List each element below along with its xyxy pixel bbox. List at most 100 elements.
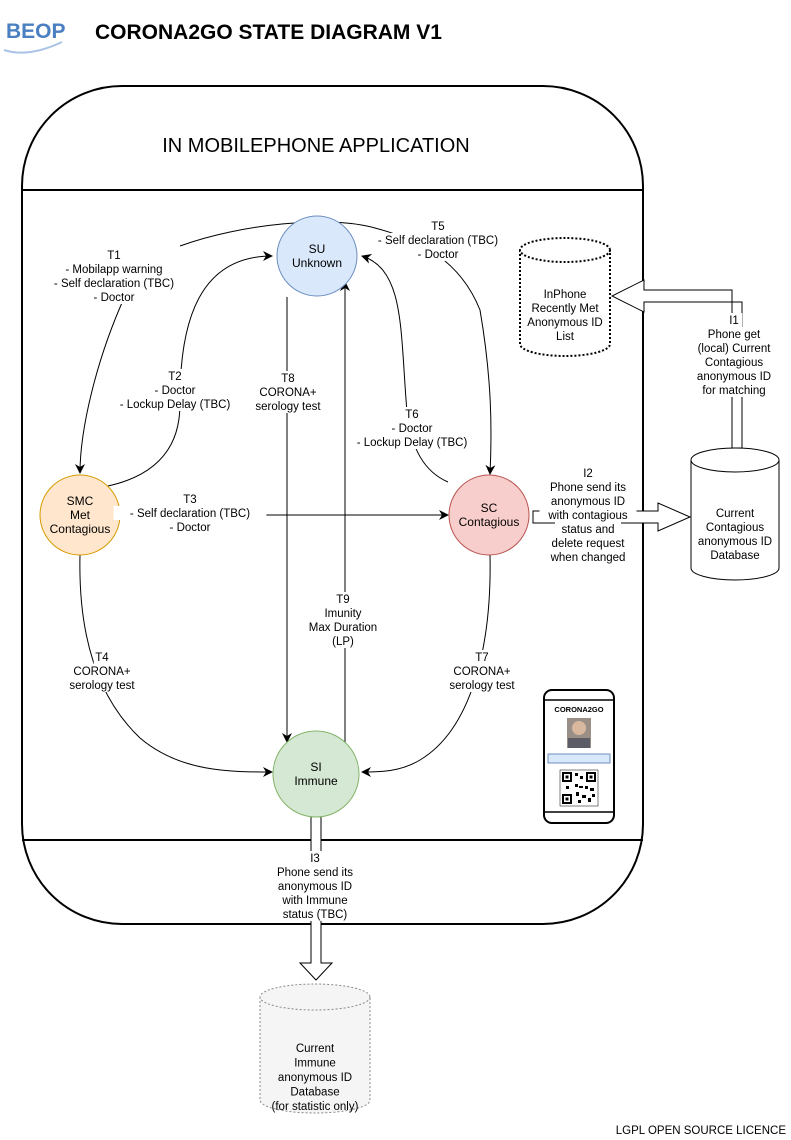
transition-t8-line: serology test	[255, 401, 321, 413]
phone-app-name: CORONA2GO	[554, 705, 603, 714]
state-si-label-line: Immune	[294, 774, 338, 788]
db-inphone-line: InPhone	[544, 289, 587, 301]
transition-t9-line: T9	[336, 594, 349, 606]
interaction-i1-bg	[701, 355, 767, 369]
transition-t6-line: - Lockup Delay (TBC)	[357, 437, 468, 449]
transition-t1-line: - Self declaration (TBC)	[54, 278, 174, 290]
transition-t9-bg	[319, 606, 367, 620]
interaction-i2-bg	[555, 522, 621, 536]
beop-logo: BEOP	[3, 20, 66, 54]
transition-t5-line: - Self declaration (TBC)	[378, 235, 498, 247]
db-immune-line: Database	[290, 1087, 339, 1099]
interaction-i2-line: I2	[583, 468, 593, 480]
db-inphone-line: Recently Met	[531, 303, 599, 315]
edge-t6	[361, 254, 449, 483]
transition-t4-bg	[78, 664, 126, 678]
db-contagious-line: Database	[710, 550, 759, 562]
transition-t6-line: T6	[405, 409, 418, 421]
interaction-i3-line: Phone send its	[277, 867, 353, 879]
interaction-i3-line: with Immune	[281, 895, 347, 907]
transition-t9-bg	[303, 620, 383, 634]
transition-t9-line: (LP)	[332, 636, 354, 648]
transition-t2-line: - Lockup Delay (TBC)	[120, 399, 231, 411]
phone-illustration: CORONA2GO	[543, 689, 615, 824]
interaction-i1-bg	[725, 313, 743, 327]
interaction-i2-bg	[539, 508, 637, 522]
state-smc-label-line: Met	[70, 508, 91, 522]
transition-t6-bg	[403, 407, 421, 421]
db-contagious-top	[690, 447, 780, 473]
transition-t3-bg	[163, 520, 217, 534]
transition-t3-bg	[113, 506, 267, 520]
interaction-i1-bg	[704, 327, 764, 341]
transition-t1-line: T1	[107, 250, 120, 262]
transition-t1-line: - Doctor	[94, 292, 135, 304]
db-contagious-line: Contagious	[706, 522, 764, 534]
transition-t8-line: CORONA+	[259, 387, 316, 399]
transition-t5-bg	[429, 219, 447, 233]
transition-t4-bg	[93, 650, 111, 664]
interaction-i3-bg	[275, 879, 355, 893]
profile-face-icon	[572, 721, 586, 735]
state-smc-label-line: Contagious	[50, 522, 111, 536]
logo-swoosh-icon	[3, 41, 63, 54]
transition-t1-line: - Mobilapp warning	[65, 264, 162, 276]
interaction-i1-line: Contagious	[705, 357, 763, 369]
transition-t6-bg	[348, 435, 476, 449]
transition-label-t5: T5- Self declaration (TBC)- Doctor	[361, 219, 515, 261]
interaction-i2-line: Phone send its	[550, 482, 626, 494]
interaction-i2-line: status and	[561, 524, 614, 536]
edge-t4	[79, 554, 273, 777]
interaction-i3-line: I3	[310, 853, 320, 865]
transition-t2-line: - Doctor	[155, 385, 196, 397]
transition-t8-bg	[245, 399, 331, 413]
interaction-i1-line: (local) Current	[698, 343, 772, 355]
transition-t5-bg	[361, 233, 515, 247]
profile-shirt-icon	[568, 738, 590, 748]
interaction-i2-bg	[542, 536, 634, 550]
transition-t9-line: Imunity	[324, 608, 361, 620]
transition-t2-bg	[111, 397, 239, 411]
interaction-i3-line: anonymous ID	[278, 881, 352, 893]
transition-t5-line: T5	[431, 221, 444, 233]
state-smc-label-line: SMC	[67, 494, 94, 508]
interaction-i2-line: with contagious	[547, 510, 628, 522]
interaction-i2-line: anonymous ID	[551, 496, 625, 508]
interaction-i1-line: Phone get	[708, 329, 761, 341]
transition-t9-bg	[334, 592, 352, 606]
transition-t3-line: T3	[183, 494, 196, 506]
transition-t9-line: Max Duration	[309, 622, 377, 634]
transition-t1-bg	[56, 262, 172, 276]
interaction-i1-line: I1	[729, 315, 739, 327]
db-inphone-line: Anonymous ID	[527, 317, 602, 329]
db-immune-body	[259, 997, 371, 1114]
db-immune-line: Current	[296, 1043, 335, 1055]
interaction-i2-line: delete request	[552, 538, 626, 550]
state-si-label-line: SI	[310, 760, 321, 774]
interaction-i2-bg	[548, 550, 628, 564]
transition-t4-line: serology test	[69, 680, 135, 692]
interaction-i1-bg	[694, 383, 774, 397]
transition-label-t1: T1 - Mobilapp warning - Self declaration (…	[37, 248, 191, 304]
transition-t4-line: T4	[95, 652, 109, 664]
state-si-circle	[272, 730, 360, 818]
interaction-i3-bg	[278, 893, 352, 907]
interaction-i1-line: anonymous ID	[697, 371, 771, 383]
page-title: CORONA2GO STATE DIAGRAM V1	[95, 21, 442, 44]
state-sc-label-line: Contagious	[459, 515, 520, 529]
transition-t4-bg	[59, 678, 145, 692]
